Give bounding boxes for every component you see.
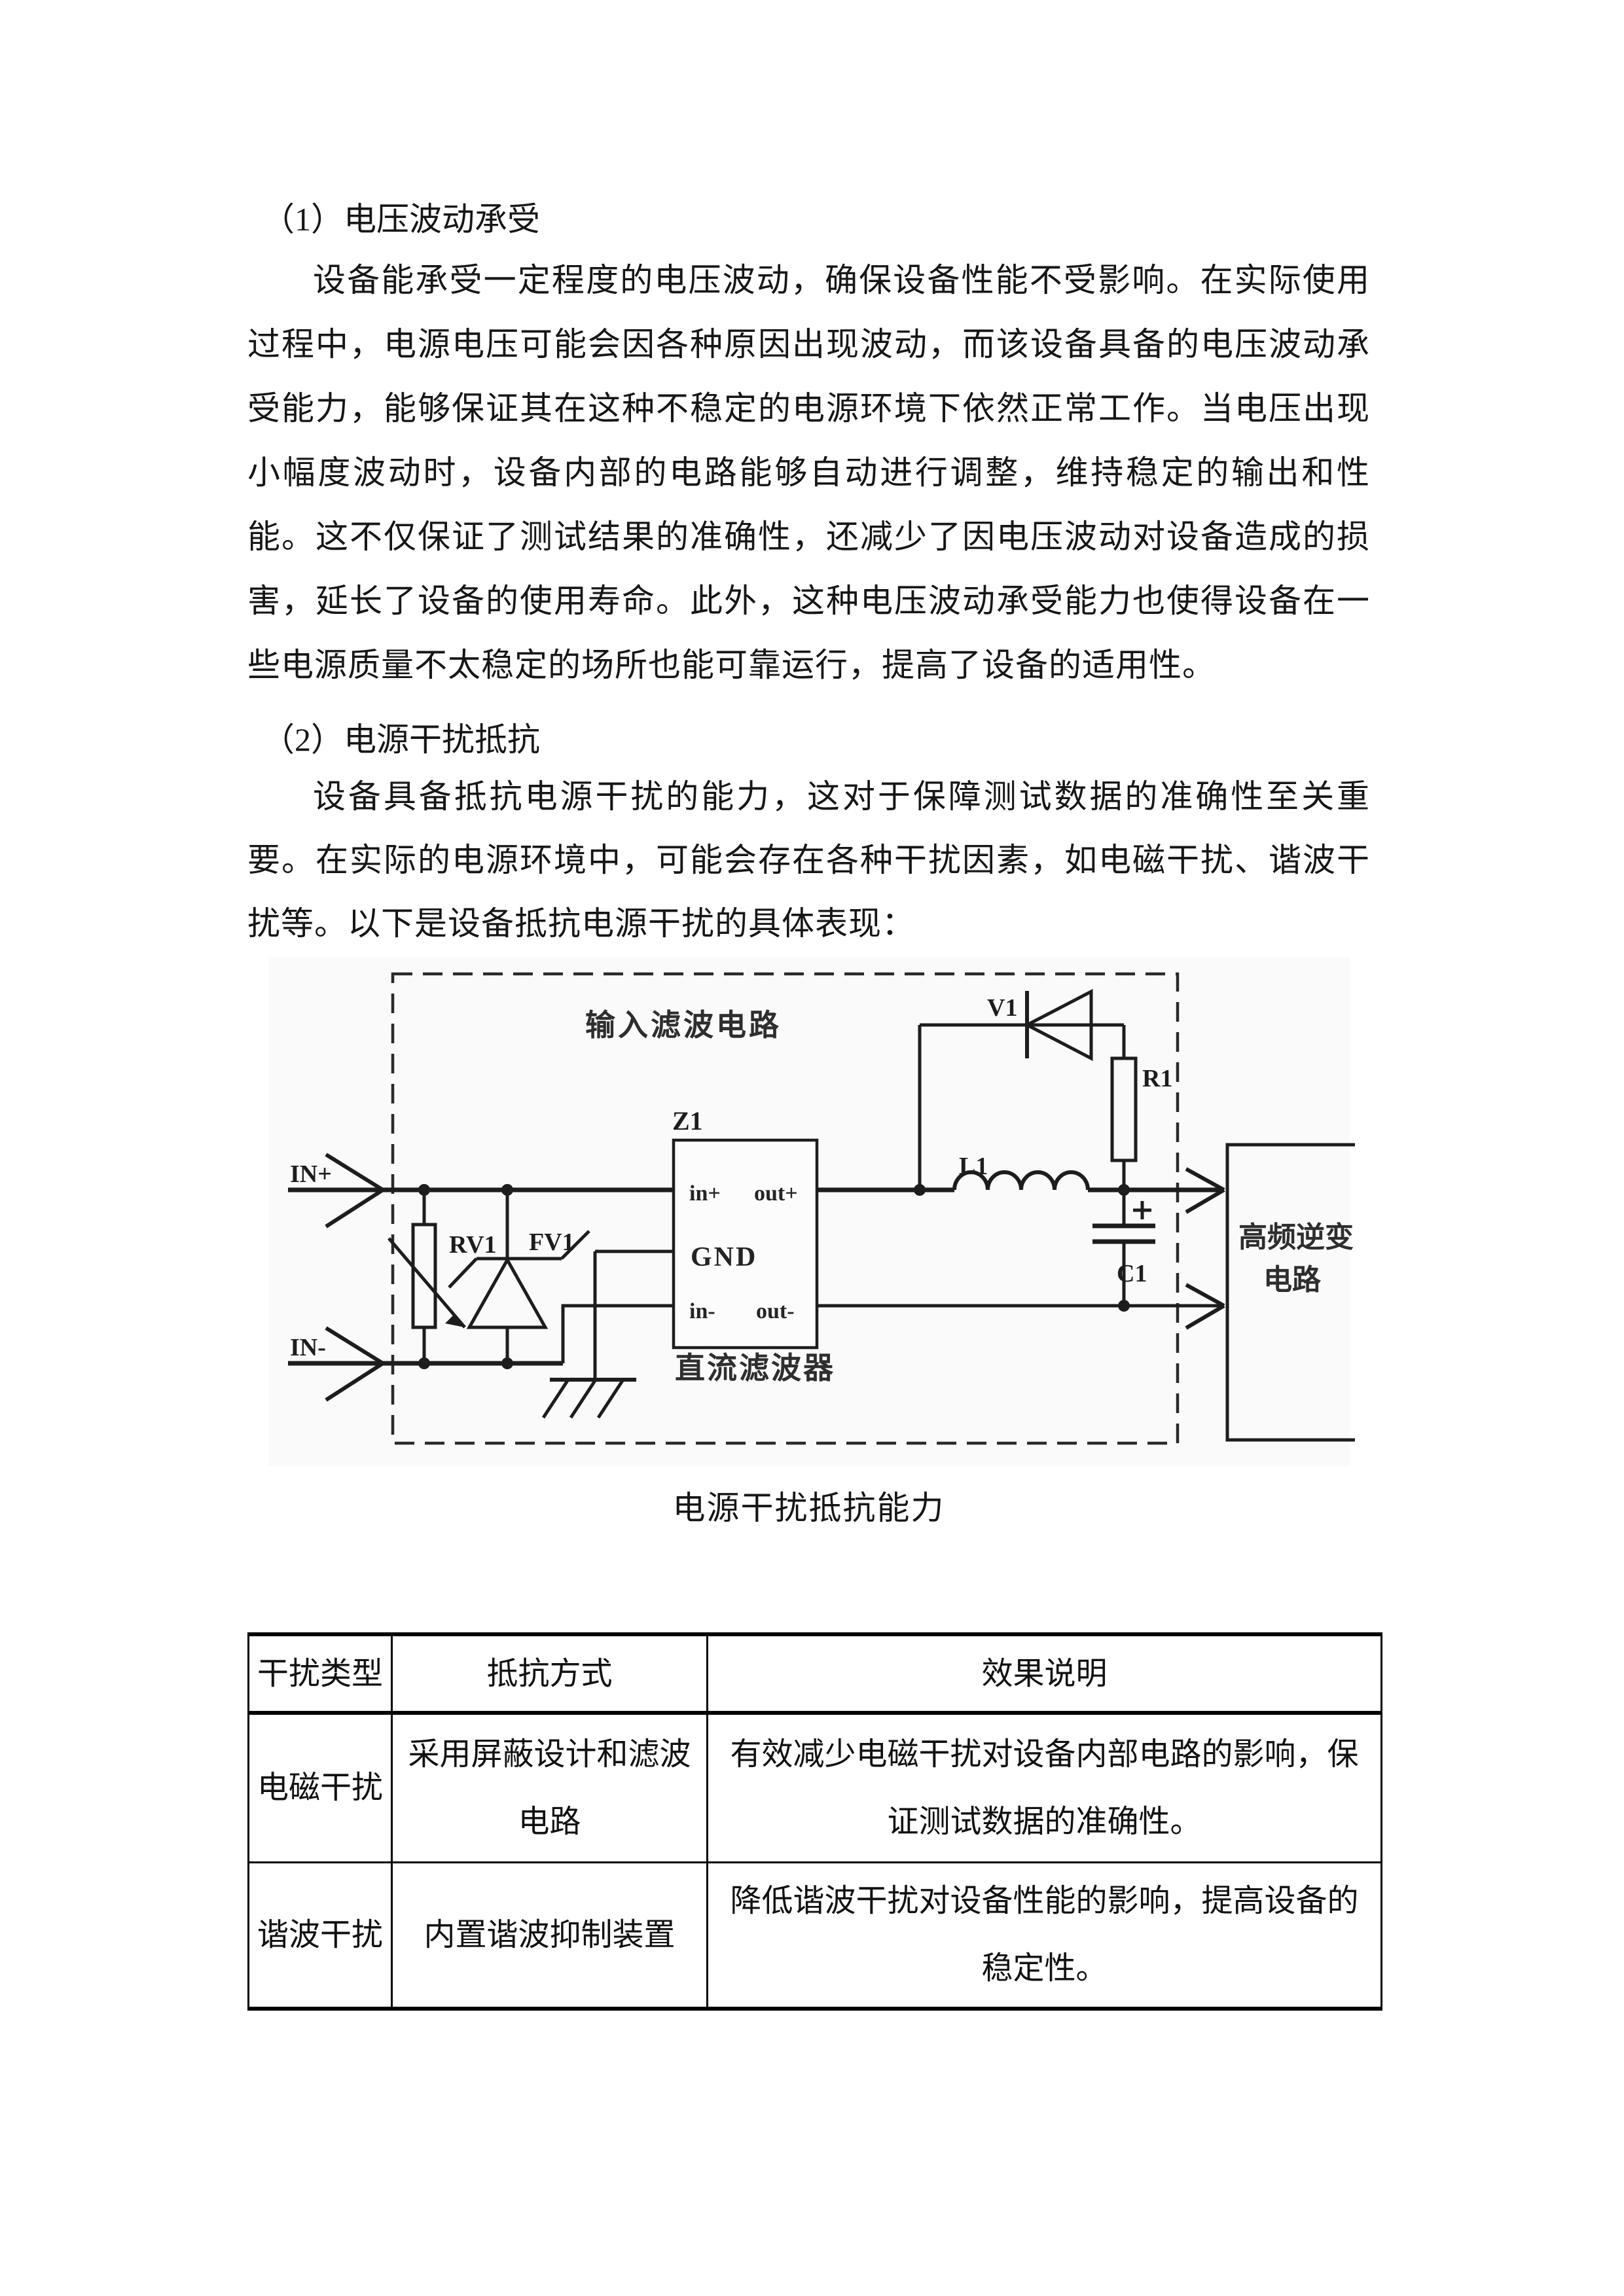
output-arrows	[1185, 1167, 1225, 1330]
cell-method: 采用屏蔽设计和滤波电路	[391, 1712, 708, 1863]
capacitor-c1	[1092, 1190, 1155, 1306]
input-filter-circuit-svg: 输入滤波电路 IN+ I	[268, 957, 1355, 1466]
cell-effect: 有效减少电磁干扰对设备内部电路的影响，保证测试数据的准确性。	[706, 1712, 1382, 1863]
table-row: 电磁干扰 采用屏蔽设计和滤波电路 有效减少电磁干扰对设备内部电路的影响，保证测试…	[247, 1712, 1382, 1863]
circuit-diagram-figure: 输入滤波电路 IN+ I	[268, 949, 1355, 1473]
z1-label: Z1	[672, 1106, 703, 1136]
z1-pin-in-minus: in-	[689, 1299, 715, 1323]
z1-pin-out-plus: out+	[754, 1181, 798, 1206]
dc-filter-label: 直流滤波器	[675, 1351, 835, 1385]
discharge-tube-fv1	[448, 1190, 590, 1363]
input-filter-title-label: 输入滤波电路	[585, 1008, 782, 1042]
cell-type: 电磁干扰	[247, 1712, 393, 1863]
section-2-paragraph: 设备具备抵抗电源干扰的能力，这对于保障测试数据的准确性至关重要。在实际的电源环境…	[247, 778, 1370, 942]
junction-dots	[418, 1184, 1130, 1369]
z1-pin-out-minus: out-	[756, 1299, 795, 1323]
input-filter-dashed-box	[391, 972, 1180, 1445]
l1-label: L1	[959, 1153, 988, 1180]
in-plus-label: IN+	[290, 1160, 332, 1188]
c1-label: C1	[1117, 1260, 1147, 1287]
table-row: 谐波干扰 内置谐波抑制装置 降低谐波干扰对设备性能的影响，提高设备的稳定性。	[247, 1861, 1382, 2011]
hf-inverter-label-line1: 高频逆变	[1238, 1221, 1354, 1253]
interference-table: 干扰类型 抵抗方式 效果说明 电磁干扰 采用屏蔽设计和滤波电路 有效减少电磁干扰…	[247, 1632, 1382, 2011]
cell-type: 谐波干扰	[247, 1861, 393, 2011]
section-1-heading: （1）电压波动承受	[262, 201, 540, 238]
header-effect-description: 效果说明	[706, 1632, 1382, 1715]
cell-method: 内置谐波抑制装置	[391, 1861, 708, 2011]
header-interference-type: 干扰类型	[247, 1632, 393, 1715]
table-header-row: 干扰类型 抵抗方式 效果说明	[247, 1632, 1382, 1715]
section-1-paragraph: 设备能承受一定程度的电压波动，确保设备性能不受影响。在实际使用过程中，电源电压可…	[247, 262, 1370, 683]
header-resistance-method: 抵抗方式	[391, 1632, 708, 1715]
hf-inverter-box: 高频逆变 电路	[1225, 1143, 1355, 1442]
dc-filter-z1: Z1 in+ out+ GND in- out-	[672, 1106, 819, 1350]
section-2-heading: （2）电源干扰抵抗	[262, 721, 540, 758]
v1-label: V1	[987, 994, 1017, 1022]
diode-v1	[918, 988, 1124, 1190]
in-minus-arrow	[325, 1326, 384, 1402]
hf-inverter-label-line2: 电路	[1263, 1264, 1322, 1296]
inductor-l1	[952, 1170, 1090, 1191]
in-plus-arrow	[325, 1153, 384, 1229]
in-minus-label: IN-	[290, 1334, 326, 1361]
fv1-label: FV1	[529, 1229, 575, 1256]
figure-caption: 电源干扰抵抗能力	[672, 1490, 945, 1526]
cell-effect: 降低谐波干扰对设备性能的影响，提高设备的稳定性。	[706, 1861, 1382, 2011]
z1-pin-in-plus: in+	[689, 1181, 721, 1206]
r1-label: R1	[1142, 1065, 1172, 1092]
earth-ground	[541, 1249, 674, 1419]
rv1-label: RV1	[449, 1231, 497, 1259]
resistor-r1	[1110, 1025, 1138, 1190]
z1-pin-gnd: GND	[691, 1242, 757, 1272]
